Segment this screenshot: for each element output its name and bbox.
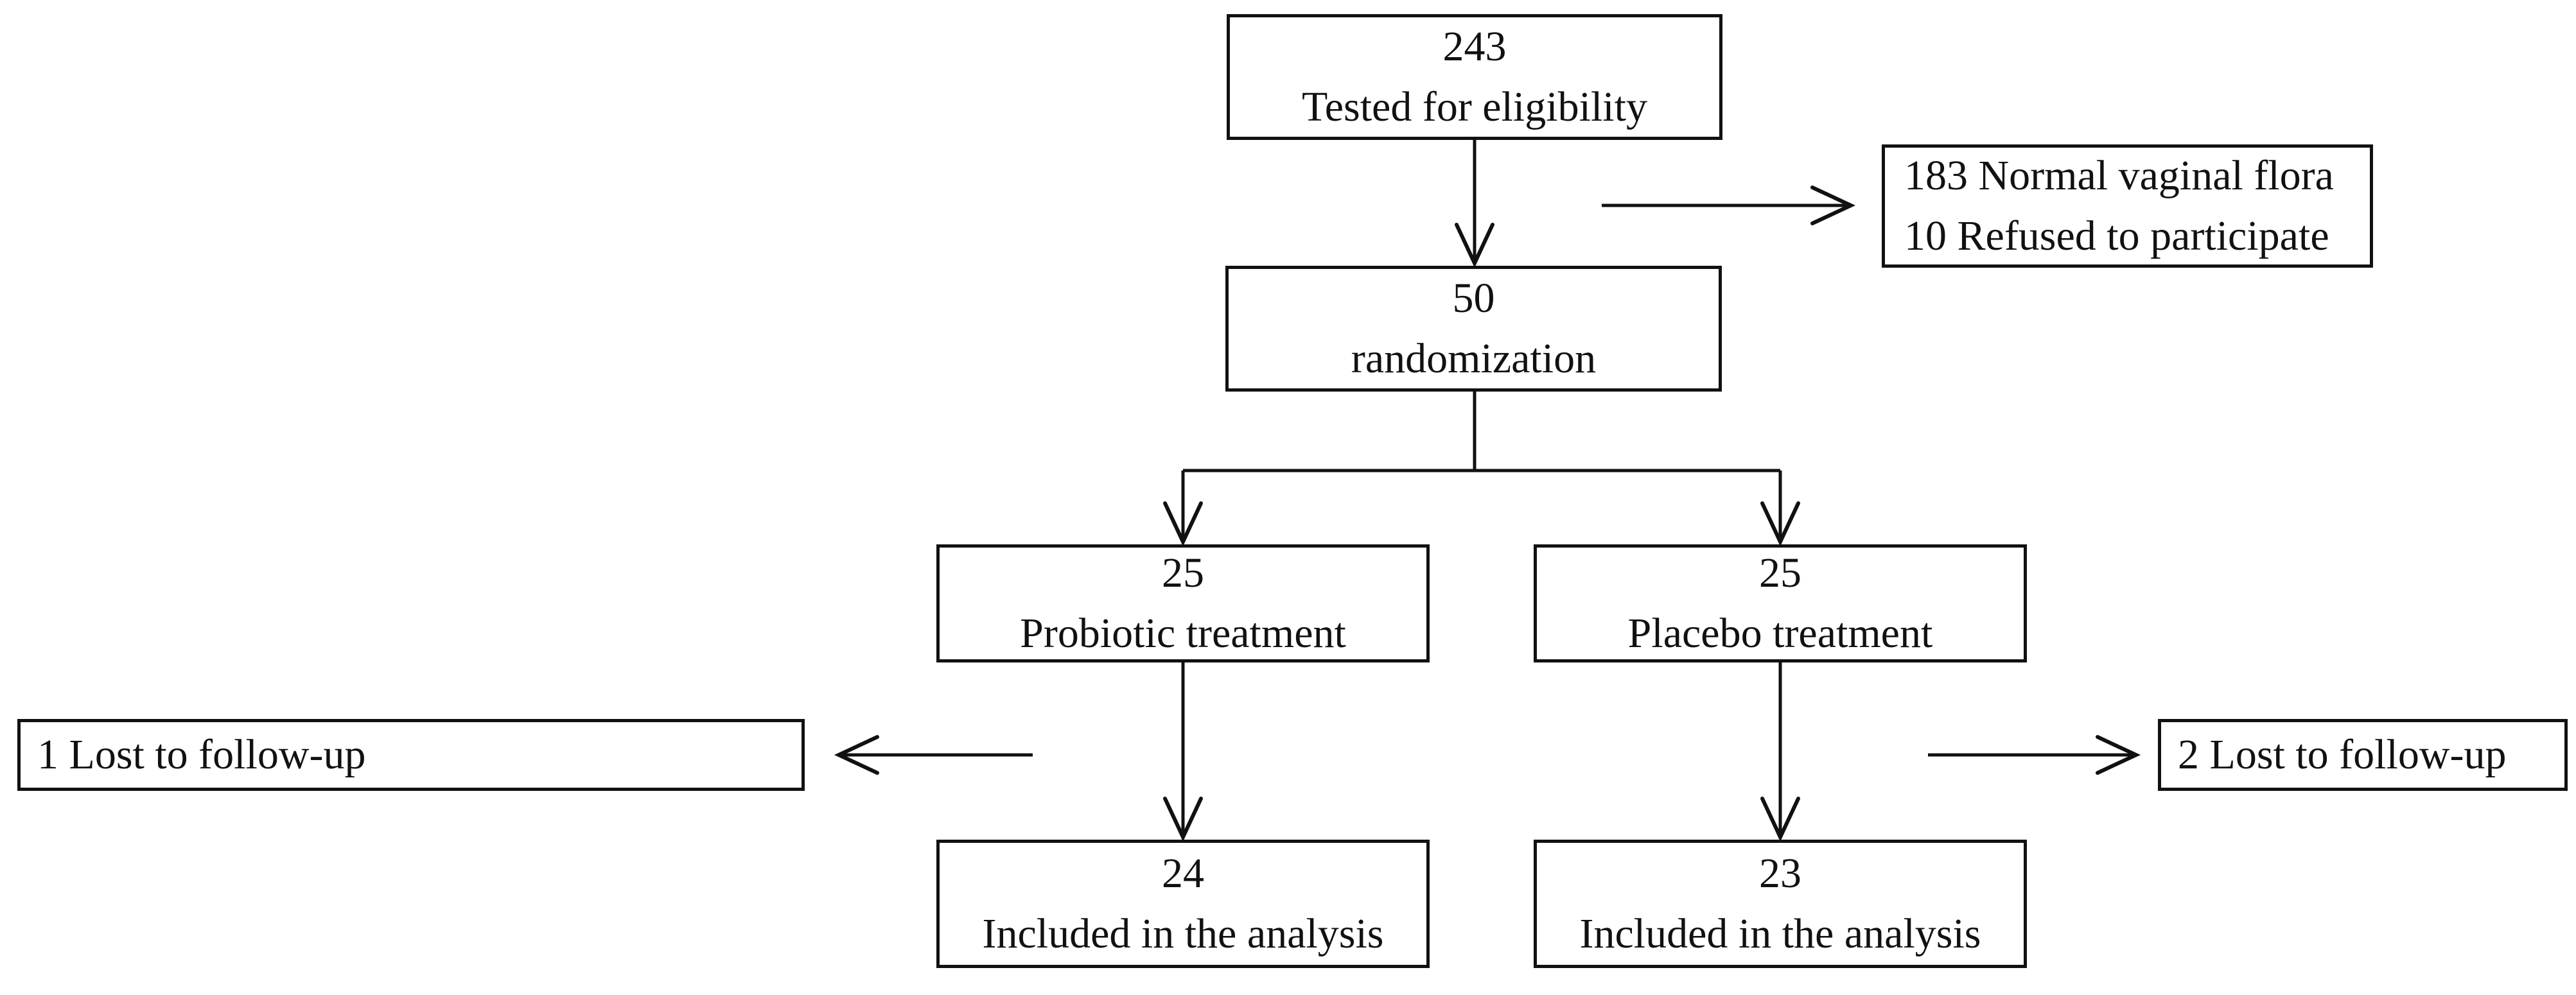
box-placebo-treatment: 25 Placebo treatment — [1534, 544, 2027, 662]
probiotic-label: Probiotic treatment — [1020, 610, 1346, 657]
box-analysis-right: 23 Included in the analysis — [1534, 840, 2027, 968]
box-probiotic-treatment: 25 Probiotic treatment — [936, 544, 1430, 662]
analysis-right-label: Included in the analysis — [1579, 910, 1981, 957]
randomization-count: 50 — [1452, 275, 1495, 322]
box-tested-for-eligibility: 243 Tested for eligibility — [1227, 14, 1722, 140]
probiotic-count: 25 — [1162, 549, 1204, 596]
lost-right-label: 2 Lost to follow-up — [2178, 731, 2507, 778]
eligibility-count: 243 — [1442, 23, 1507, 70]
box-analysis-left: 24 Included in the analysis — [936, 840, 1430, 968]
box-excluded: 183 Normal vaginal flora 10 Refused to p… — [1882, 144, 2373, 268]
analysis-right-count: 23 — [1759, 850, 1801, 897]
box-lost-followup-left: 1 Lost to follow-up — [17, 719, 805, 791]
analysis-left-label: Included in the analysis — [982, 910, 1384, 957]
excluded-line-refused: 10 Refused to participate — [1904, 212, 2329, 259]
placebo-count: 25 — [1759, 549, 1801, 596]
lost-left-label: 1 Lost to follow-up — [37, 731, 366, 778]
analysis-left-count: 24 — [1162, 850, 1204, 897]
excluded-line-normal-flora: 183 Normal vaginal flora — [1904, 152, 2334, 199]
box-lost-followup-right: 2 Lost to follow-up — [2158, 719, 2568, 791]
box-randomization: 50 randomization — [1225, 266, 1722, 392]
eligibility-label: Tested for eligibility — [1302, 83, 1647, 130]
randomization-label: randomization — [1351, 335, 1597, 382]
placebo-label: Placebo treatment — [1627, 610, 1933, 657]
